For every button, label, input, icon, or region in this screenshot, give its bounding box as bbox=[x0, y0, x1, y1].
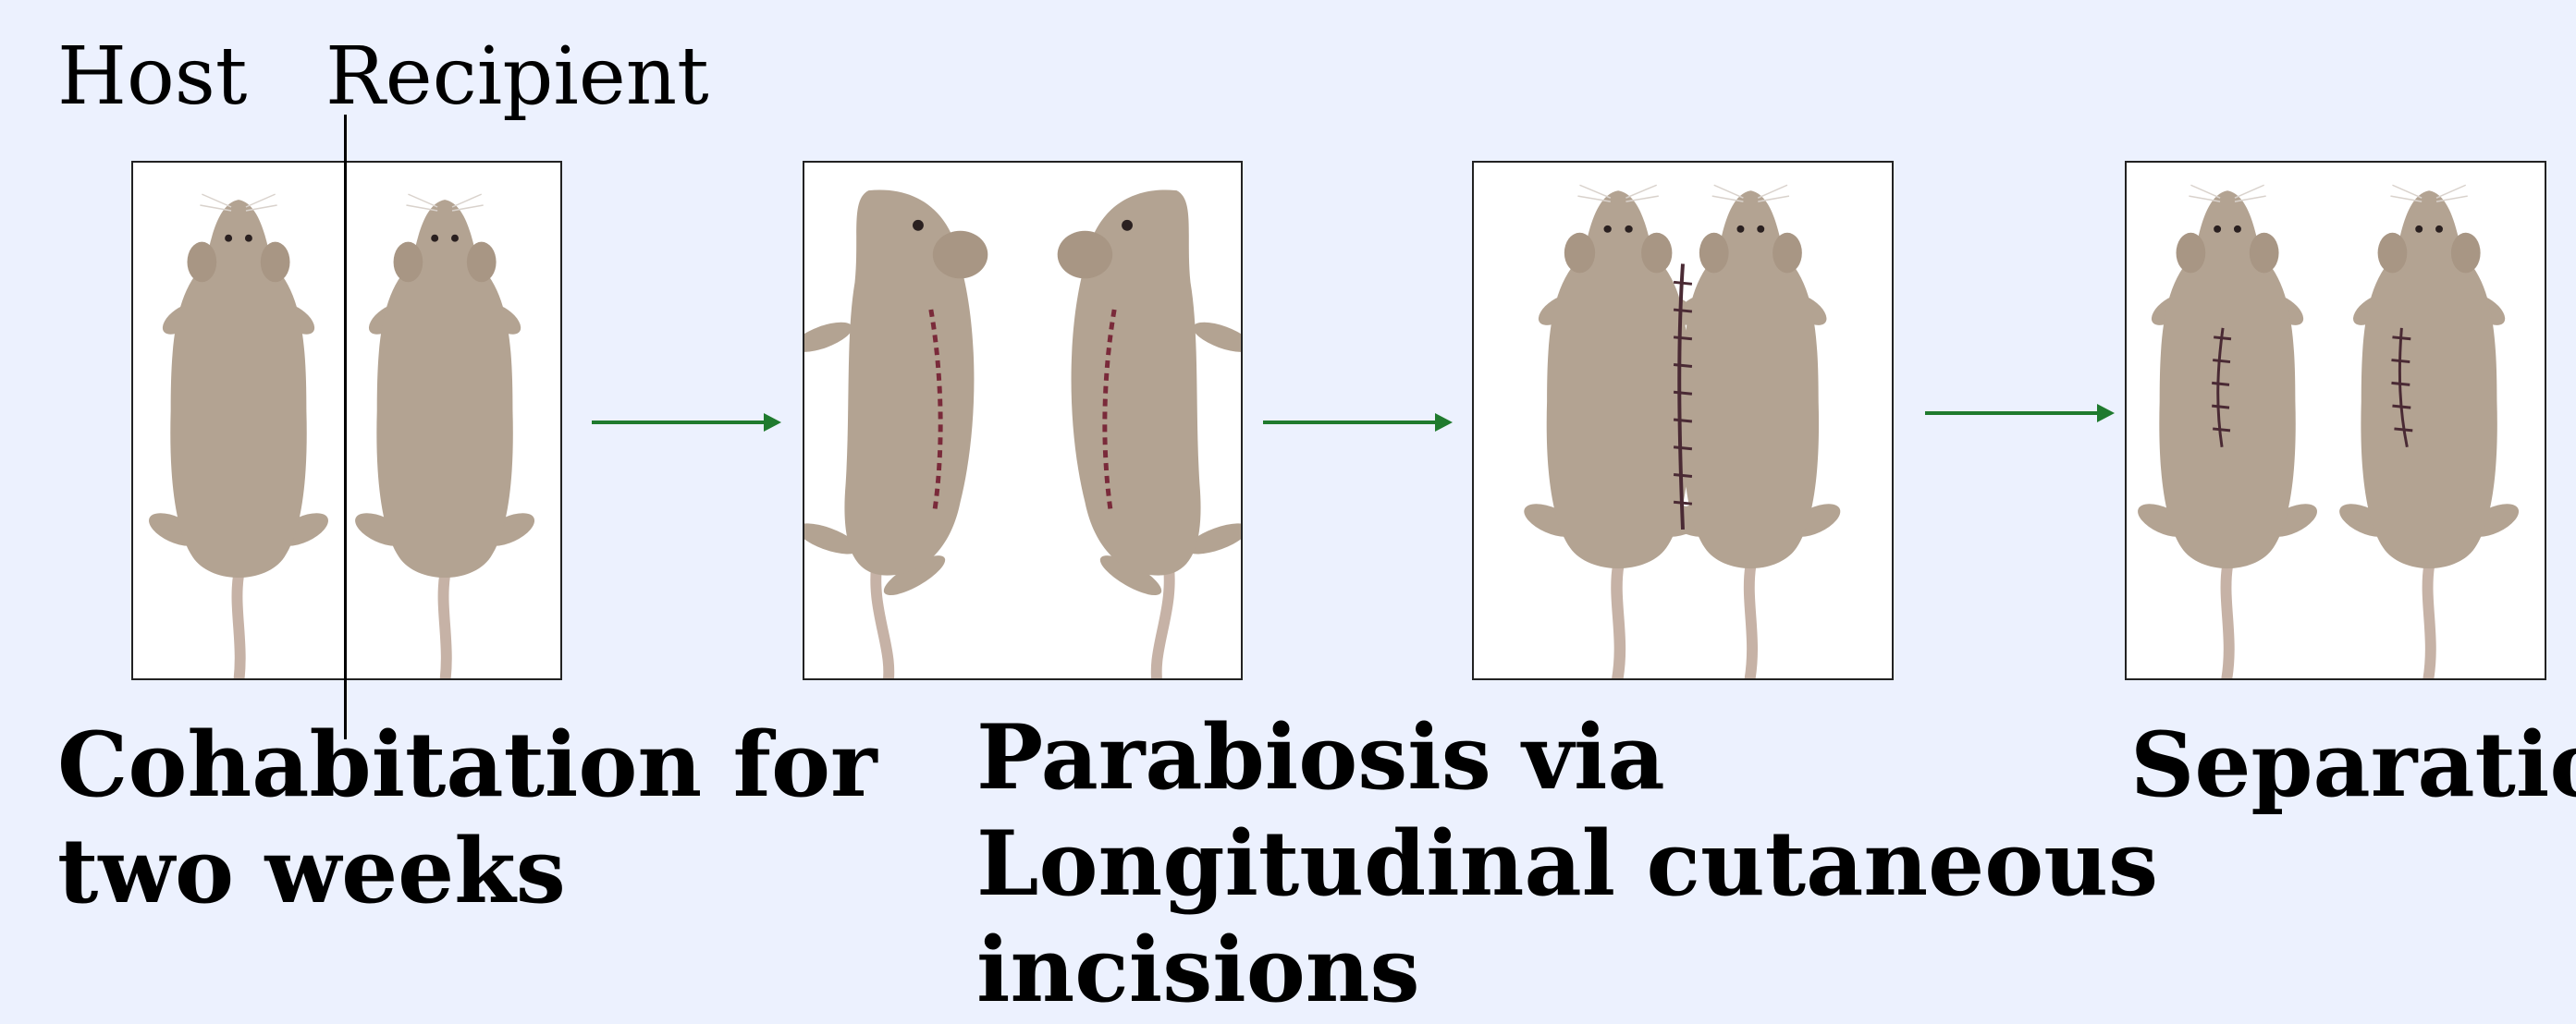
host-recipient-divider bbox=[344, 115, 347, 739]
arrow-3 bbox=[1925, 399, 2115, 427]
panel-separation bbox=[2125, 161, 2546, 680]
arrow-1 bbox=[592, 408, 781, 436]
step-caption-cohabitation: Cohabitation for two weeks bbox=[57, 712, 877, 924]
panel-cohabitation bbox=[131, 161, 562, 680]
recipient-label: Recipient bbox=[325, 37, 709, 116]
separated-mice-illustration bbox=[2127, 163, 2545, 678]
panel-parabiosis bbox=[1472, 161, 1894, 680]
arrow-2 bbox=[1263, 408, 1453, 436]
panel-incision bbox=[803, 161, 1243, 680]
step-caption-parabiosis: Parabiosis via Longitudinal cutaneous in… bbox=[976, 704, 2158, 1024]
step-caption-separation: Separation bbox=[2130, 712, 2576, 818]
joined-mice-illustration bbox=[1474, 163, 1892, 678]
two-mice-illustration bbox=[133, 163, 560, 678]
host-label: Host bbox=[57, 37, 247, 116]
mice-with-incisions-illustration bbox=[804, 163, 1241, 678]
